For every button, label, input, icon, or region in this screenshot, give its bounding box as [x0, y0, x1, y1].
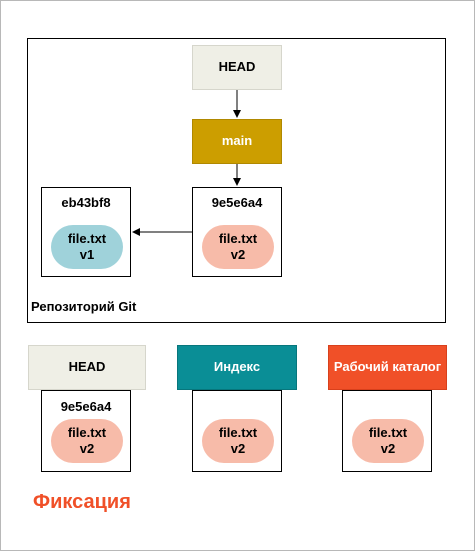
area-head-content: 9e5e6a4 file.txt v2	[41, 390, 131, 472]
file-blob-v2: file.txt v2	[202, 225, 274, 269]
file-blob-v1: file.txt v1	[51, 225, 123, 269]
commit-id: 9e5e6a4	[60, 399, 112, 414]
area-working-dir-header: Рабочий каталог	[328, 345, 447, 390]
diagram-title: Фиксация	[33, 491, 131, 513]
file-name: file.txt	[67, 425, 107, 441]
area-index-content: file.txt v2	[192, 390, 282, 472]
repository-box	[27, 38, 446, 323]
file-version: v1	[79, 247, 95, 262]
file-name: file.txt	[368, 425, 408, 441]
file-name: file.txt	[67, 231, 107, 247]
file-name: file.txt	[218, 231, 258, 247]
commit-id: eb43bf8	[61, 195, 111, 210]
commit-9e5e6a4: 9e5e6a4 file.txt v2	[192, 187, 282, 277]
file-name: file.txt	[218, 425, 258, 441]
commit-eb43bf8: eb43bf8 file.txt v1	[41, 187, 131, 277]
file-blob-v2: file.txt v2	[51, 419, 123, 463]
file-blob-v2: file.txt v2	[352, 419, 424, 463]
repo-head-box: HEAD	[192, 45, 282, 90]
commit-id: 9e5e6a4	[211, 195, 263, 210]
file-blob-v2: file.txt v2	[202, 419, 274, 463]
branch-main-box: main	[192, 119, 282, 164]
area-index-header: Индекс	[177, 345, 297, 390]
file-version: v2	[230, 441, 246, 456]
file-version: v2	[79, 441, 95, 456]
file-version: v2	[230, 247, 246, 262]
file-version: v2	[380, 441, 396, 456]
area-head-header: HEAD	[28, 345, 146, 390]
repository-label: Репозиторий Git	[31, 299, 137, 314]
area-working-dir-content: file.txt v2	[342, 390, 432, 472]
